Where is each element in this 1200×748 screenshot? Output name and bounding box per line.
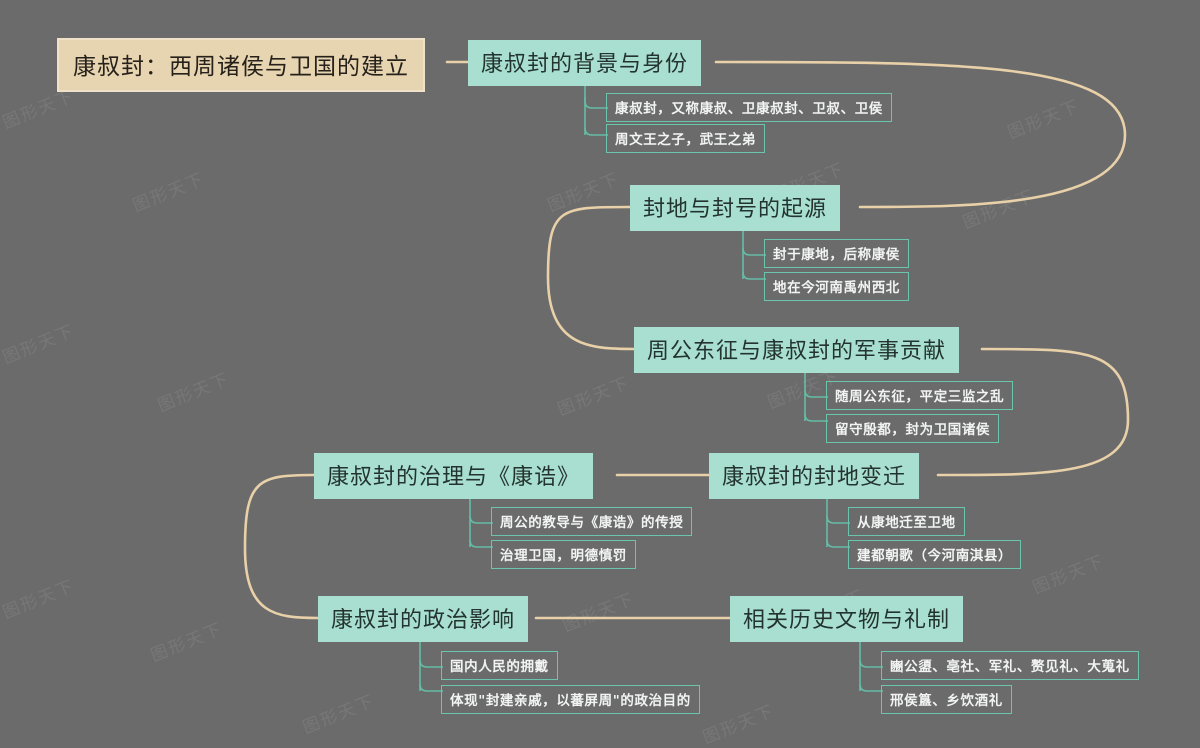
watermark-10: 图形天下 xyxy=(959,186,1038,233)
leaf-node-7-2[interactable]: 邢侯簋、乡饮酒礼 xyxy=(881,685,1012,714)
leaf-node-6-1-label: 国内人民的拥戴 xyxy=(450,659,549,675)
branch-node-1[interactable]: 康叔封的背景与身份 xyxy=(468,40,702,86)
branch-node-3-label: 周公东征与康叔封的军事贡献 xyxy=(647,339,947,364)
branch-node-3[interactable]: 周公东征与康叔封的军事贡献 xyxy=(634,327,960,373)
watermark-13: 图形天下 xyxy=(559,589,638,636)
branch-node-4-label: 康叔封的封地变迁 xyxy=(722,465,907,490)
branch-node-5[interactable]: 康叔封的治理与《康诰》 xyxy=(314,453,594,499)
leaf-node-3-2-label: 留守殷都，封为卫国诸侯 xyxy=(835,422,991,438)
leaf-node-1-1[interactable]: 康叔封，又称康叔、卫康叔封、卫叔、卫侯 xyxy=(606,93,892,122)
leaf-node-6-1[interactable]: 国内人民的拥戴 xyxy=(441,651,558,680)
leaf-node-5-1-label: 周公的教导与《康诰》的传授 xyxy=(500,515,684,531)
leaf-node-4-1[interactable]: 从康地迁至卫地 xyxy=(848,507,965,536)
leaf-node-1-2-label: 周文王之子，武王之弟 xyxy=(615,132,756,148)
leaf-node-7-2-label: 邢侯簋、乡饮酒礼 xyxy=(890,693,1003,709)
leaf-node-1-1-label: 康叔封，又称康叔、卫康叔封、卫叔、卫侯 xyxy=(615,101,883,117)
spine-seg-b3-b4 xyxy=(936,347,1130,477)
leaf-node-4-2-label: 建都朝歌（今河南淇县） xyxy=(857,548,1013,564)
leaf-node-3-1[interactable]: 随周公东征，平定三监之乱 xyxy=(826,381,1014,410)
watermark-2: 图形天下 xyxy=(129,169,208,216)
leaf-node-2-1[interactable]: 封于康地，后称康侯 xyxy=(764,239,909,268)
leaf-node-5-2[interactable]: 治理卫国，明德慎罚 xyxy=(491,540,636,569)
leaf-node-4-1-label: 从康地迁至卫地 xyxy=(857,515,956,531)
leaf-node-7-1[interactable]: 豳公盨、亳社、军礼、赘见礼、大蒐礼 xyxy=(881,651,1139,680)
leaf-node-2-1-label: 封于康地，后称康侯 xyxy=(773,247,900,263)
watermark-15: 图形天下 xyxy=(1029,551,1108,598)
leaf-node-2-2-label: 地在今河南禹州西北 xyxy=(773,280,900,296)
watermark-7: 图形天下 xyxy=(154,369,233,416)
watermark-3: 图形天下 xyxy=(544,169,623,216)
branch-node-7[interactable]: 相关历史文物与礼制 xyxy=(730,596,964,642)
leaf-node-7-1-label: 豳公盨、亳社、军礼、赘见礼、大蒐礼 xyxy=(890,659,1130,675)
leaf-node-6-2-label: 体现"封建亲戚，以蕃屏周"的政治目的 xyxy=(450,693,691,709)
spine-seg-b2-b3 xyxy=(546,205,636,351)
leaf-node-4-2[interactable]: 建都朝歌（今河南淇县） xyxy=(848,540,1022,569)
leaf-node-3-1-label: 随周公东征，平定三监之乱 xyxy=(835,389,1005,405)
watermark-6: 图形天下 xyxy=(0,321,78,368)
watermark-11: 图形天下 xyxy=(0,576,78,623)
leaf-node-6-2[interactable]: 体现"封建亲戚，以蕃屏周"的政治目的 xyxy=(441,685,700,714)
leaf-node-2-2[interactable]: 地在今河南禹州西北 xyxy=(764,272,909,301)
watermark-12: 图形天下 xyxy=(147,619,226,666)
branch-node-6[interactable]: 康叔封的政治影响 xyxy=(318,596,529,642)
root-node[interactable]: 康叔封：西周诸侯与卫国的建立 xyxy=(57,38,425,92)
watermark-17: 图形天下 xyxy=(699,701,778,748)
branch-node-6-label: 康叔封的政治影响 xyxy=(331,608,516,633)
leaf-node-1-2[interactable]: 周文王之子，武王之弟 xyxy=(606,124,765,153)
branch-node-4[interactable]: 康叔封的封地变迁 xyxy=(709,453,920,499)
branch-node-5-label: 康叔封的治理与《康诰》 xyxy=(327,465,581,490)
branch-node-7-label: 相关历史文物与礼制 xyxy=(743,608,951,633)
branch-node-2-label: 封地与封号的起源 xyxy=(643,197,828,222)
watermark-16: 图形天下 xyxy=(299,691,378,738)
root-node-label: 康叔封：西周诸侯与卫国的建立 xyxy=(73,54,409,80)
leaf-node-5-1[interactable]: 周公的教导与《康诰》的传授 xyxy=(491,507,693,536)
leaf-node-5-2-label: 治理卫国，明德慎罚 xyxy=(500,548,627,564)
leaf-node-3-2[interactable]: 留守殷都，封为卫国诸侯 xyxy=(826,414,1000,443)
branch-node-2[interactable]: 封地与封号的起源 xyxy=(630,185,841,231)
watermark-5: 图形天下 xyxy=(1004,96,1083,143)
watermark-8: 图形天下 xyxy=(554,373,633,420)
branch-node-1-label: 康叔封的背景与身份 xyxy=(481,52,689,77)
spine-seg-b5-b6 xyxy=(243,473,320,620)
